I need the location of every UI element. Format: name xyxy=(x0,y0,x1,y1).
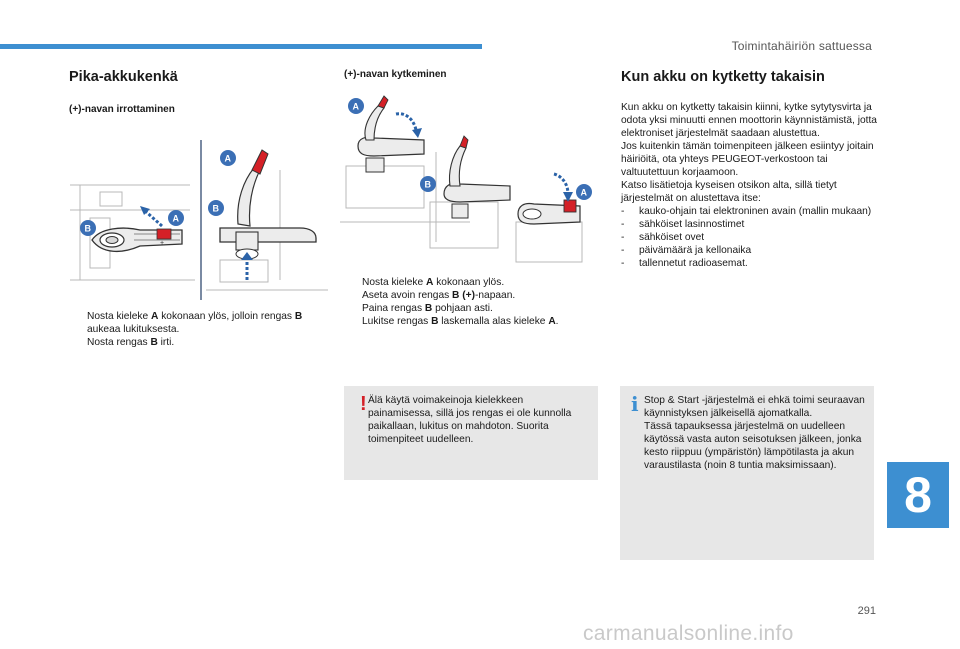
label-a-text-3: A xyxy=(353,102,360,112)
list-item: -sähköiset ovet xyxy=(621,232,705,243)
label-b-marker: B xyxy=(80,220,96,236)
list-item: -kauko-ohjain tai elektroninen avain (ma… xyxy=(621,206,872,217)
label-a-text: A xyxy=(173,214,180,224)
label-a-marker-3: A xyxy=(348,98,364,114)
warning-icon: ! xyxy=(360,393,367,415)
left-step-2: Nosta rengas B irti. xyxy=(87,337,175,348)
right-body: Kun akku on kytketty takaisin kiinni, ky… xyxy=(621,101,877,270)
left-steps: Nosta kieleke A kokonaan ylös, jolloin r… xyxy=(69,310,319,349)
label-a-text-2: A xyxy=(225,154,232,164)
middle-step-3: Paina rengas B pohjaan asti. xyxy=(362,303,493,314)
section-title: Toimintahäiriön sattuessa xyxy=(731,39,872,53)
info-box: i Stop & Start -järjestelmä ei ehkä toim… xyxy=(620,386,874,560)
battery-clamp-right xyxy=(219,149,317,260)
right-para-2: Jos kuitenkin tämän toimenpiteen jälkeen… xyxy=(621,141,874,178)
clamp-step-2 xyxy=(443,135,511,219)
clamp-step-3 xyxy=(517,199,581,225)
label-b-text-2: B xyxy=(213,204,220,214)
label-b-text-3: B xyxy=(425,180,432,190)
left-title: Pika-akkukenkä xyxy=(69,69,178,85)
list-item: -sähköiset lasinnostimet xyxy=(621,219,745,230)
middle-subtitle: (+)-navan kytkeminen xyxy=(344,69,447,80)
right-para-3: Katso lisätietoja kyseisen otsikon alta,… xyxy=(621,180,837,204)
middle-steps: Nosta kieleke A kokonaan ylös. Aseta avo… xyxy=(344,276,596,328)
label-b-marker-3: B xyxy=(420,176,436,192)
label-a-marker: A xyxy=(168,210,184,226)
chapter-tab: 8 xyxy=(887,462,949,528)
label-b-marker-2: B xyxy=(208,200,224,216)
list-item: -päivämäärä ja kellonaika xyxy=(621,245,752,256)
plus-sign: + xyxy=(160,240,164,247)
left-subtitle: (+)-navan irrottaminen xyxy=(69,104,175,115)
right-title: Kun akku on kytketty takaisin xyxy=(621,69,825,85)
list-item: -tallennetut radioasemat. xyxy=(621,258,748,269)
middle-step-4: Lukitse rengas B laskemalla alas kieleke… xyxy=(362,316,559,327)
label-b-text: B xyxy=(85,224,92,234)
clamp-step-1 xyxy=(357,95,425,173)
label-a-marker-4: A xyxy=(576,184,592,200)
info-icon: i xyxy=(631,392,639,416)
middle-step-2: Aseta avoin rengas B (+)-napaan. xyxy=(362,290,516,301)
connect-illustration: A B A xyxy=(340,92,602,268)
disconnect-illustration: + B A A B xyxy=(70,130,328,302)
watermark: carmanualsonline.info xyxy=(583,622,794,645)
battery-clamp-left: + xyxy=(91,227,183,252)
page-number: 291 xyxy=(857,605,876,617)
warning-box: ! Älä käytä voimakeinoja kielekkeen pain… xyxy=(344,386,598,480)
left-step-1: Nosta kieleke A kokonaan ylös, jolloin r… xyxy=(87,311,303,335)
middle-step-1: Nosta kieleke A kokonaan ylös. xyxy=(362,277,505,288)
label-a-text-4: A xyxy=(581,188,588,198)
info-text: Stop & Start -järjestelmä ei ehkä toimi … xyxy=(644,395,865,471)
warning-text: Älä käytä voimakeinoja kielekkeen painam… xyxy=(368,395,572,445)
right-para-1: Kun akku on kytketty takaisin kiinni, ky… xyxy=(621,102,877,139)
label-a-marker-2: A xyxy=(220,150,236,166)
header-accent-bar xyxy=(0,44,482,49)
